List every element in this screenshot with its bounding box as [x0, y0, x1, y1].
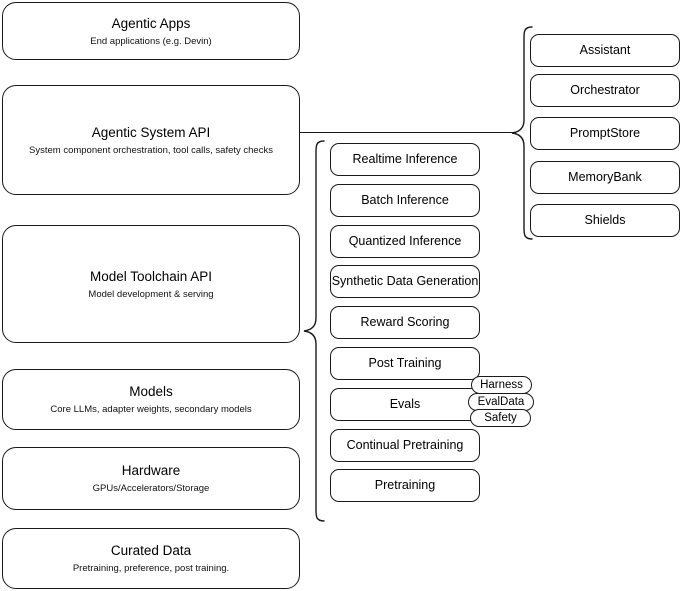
layer-title: Agentic System API	[91, 124, 211, 140]
layer-title: Model Toolchain API	[89, 268, 213, 284]
component-promptstore[interactable]: PromptStore	[530, 117, 680, 150]
capability-label: Synthetic Data Generation	[331, 274, 479, 288]
capability-batch-inference[interactable]: Batch Inference	[330, 184, 480, 217]
layer-title: Agentic Apps	[111, 15, 191, 31]
layer-hardware[interactable]: Hardware GPUs/Accelerators/Storage	[2, 447, 300, 510]
capability-post-training[interactable]: Post Training	[330, 347, 480, 380]
layer-model-toolchain-api[interactable]: Model Toolchain API Model development & …	[2, 225, 300, 343]
evals-pill-safety[interactable]: Safety	[470, 409, 531, 427]
capability-label: Realtime Inference	[352, 152, 458, 166]
component-label: Orchestrator	[570, 83, 640, 97]
component-memorybank[interactable]: MemoryBank	[530, 161, 680, 194]
capability-label: Post Training	[368, 356, 442, 370]
capability-synthetic-data-generation[interactable]: Synthetic Data Generation	[330, 265, 480, 298]
component-label: MemoryBank	[568, 170, 642, 184]
capability-label: Reward Scoring	[360, 315, 450, 329]
layer-title: Curated Data	[110, 543, 192, 558]
component-label: Assistant	[579, 43, 631, 57]
capability-label: Evals	[389, 397, 421, 411]
pill-label: EvalData	[477, 395, 525, 408]
layer-subtitle: Core LLMs, adapter weights, secondary mo…	[50, 404, 252, 415]
layer-agentic-apps[interactable]: Agentic Apps End applications (e.g. Devi…	[2, 2, 300, 60]
component-label: PromptStore	[569, 126, 641, 140]
capability-evals[interactable]: Evals	[330, 388, 480, 421]
brace-system-components	[511, 26, 533, 240]
layer-subtitle: System component orchestration, tool cal…	[29, 144, 273, 156]
component-orchestrator[interactable]: Orchestrator	[530, 74, 680, 107]
layer-subtitle: Model development & serving	[88, 288, 214, 300]
brace-toolchain	[303, 140, 325, 522]
capability-realtime-inference[interactable]: Realtime Inference	[330, 143, 480, 176]
layer-title: Hardware	[121, 463, 181, 478]
layer-title: Models	[129, 384, 173, 399]
layer-models[interactable]: Models Core LLMs, adapter weights, secon…	[2, 369, 300, 430]
layer-agentic-system-api[interactable]: Agentic System API System component orch…	[2, 85, 300, 195]
capability-reward-scoring[interactable]: Reward Scoring	[330, 306, 480, 339]
capability-label: Quantized Inference	[348, 234, 462, 248]
pill-label: Harness	[480, 378, 523, 391]
component-assistant[interactable]: Assistant	[530, 34, 680, 67]
layer-subtitle: Pretraining, preference, post training.	[72, 563, 230, 574]
evals-pill-harness[interactable]: Harness	[471, 376, 532, 394]
capability-pretraining[interactable]: Pretraining	[330, 469, 480, 502]
component-label: Shields	[584, 213, 626, 227]
capability-label: Pretraining	[374, 478, 436, 492]
pill-label: Safety	[484, 411, 517, 424]
capability-continual-pretraining[interactable]: Continual Pretraining	[330, 429, 480, 462]
capability-quantized-inference[interactable]: Quantized Inference	[330, 225, 480, 258]
component-shields[interactable]: Shields	[530, 204, 680, 237]
capability-label: Continual Pretraining	[346, 438, 464, 452]
layer-subtitle: End applications (e.g. Devin)	[90, 35, 212, 47]
capability-label: Batch Inference	[361, 193, 449, 207]
layer-curated-data[interactable]: Curated Data Pretraining, preference, po…	[2, 528, 300, 589]
layer-subtitle: GPUs/Accelerators/Storage	[92, 483, 210, 494]
connector-line-system-api	[300, 132, 516, 133]
